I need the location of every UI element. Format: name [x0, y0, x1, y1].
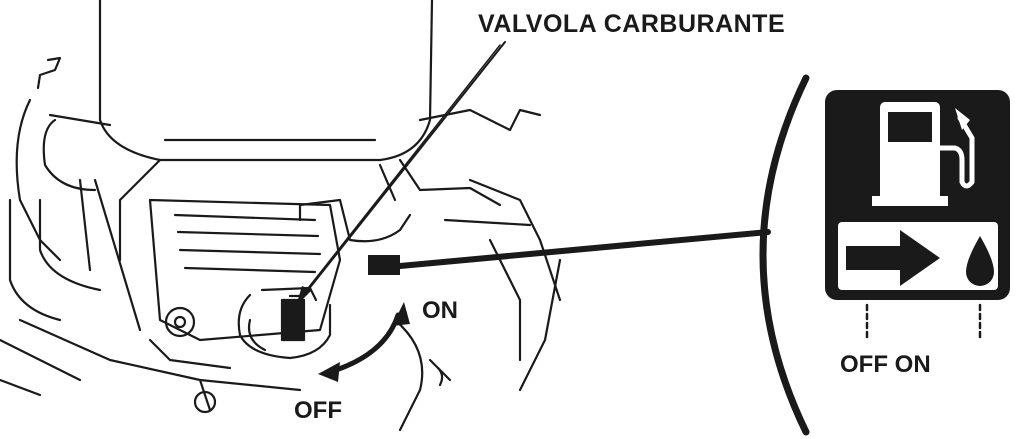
off-position-label: OFF	[294, 397, 342, 424]
right-arrow-icon	[846, 230, 940, 286]
title-leader-line	[296, 41, 506, 306]
fuel-pump-icon	[872, 102, 975, 206]
panel-off-on-label: OFF ON	[840, 351, 931, 378]
zoom-connector-line	[397, 229, 771, 269]
fuel-valve-title: VALVOLA CARBURANTE	[478, 10, 786, 38]
fuel-drop-icon	[966, 236, 994, 286]
on-position-label: ON	[422, 297, 458, 324]
zoom-bracket	[759, 74, 810, 436]
rotation-arrow-icon	[318, 302, 410, 382]
fuel-indicator-panel	[825, 90, 1010, 300]
engine-illustration	[0, 0, 562, 432]
